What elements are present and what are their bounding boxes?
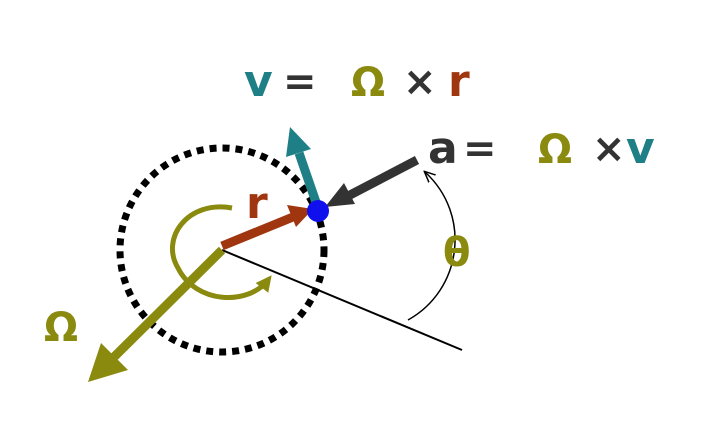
velocity-eq-equals: = <box>283 59 317 105</box>
acceleration-arrow-shaft <box>347 156 420 199</box>
velocity-eq-rhs: r <box>448 56 470 107</box>
radius-arrow-shaft <box>220 212 295 251</box>
acceleration-eq-rhs: v <box>626 123 655 174</box>
acceleration-eq-cross: × <box>592 126 626 172</box>
orbit-circle <box>116 144 328 356</box>
velocity-eq-cross: × <box>403 59 437 105</box>
omega-arrow-shaft <box>110 246 226 361</box>
reference-line <box>221 249 463 351</box>
acceleration-eq-omega: Ω <box>538 127 572 173</box>
acceleration-arrow-head <box>325 183 355 207</box>
acceleration-eq-lhs: a <box>428 123 458 174</box>
rotating-point <box>307 200 329 222</box>
radius-arrow-head <box>287 205 313 227</box>
angle-arc <box>407 172 456 321</box>
velocity-arrow-shaft <box>294 151 323 210</box>
rotation-arc <box>170 204 272 300</box>
angle-label: θ <box>443 230 470 276</box>
velocity-arrow-head <box>286 127 311 157</box>
omega-arrow-head <box>88 343 128 382</box>
velocity-eq-omega: Ω <box>351 60 385 106</box>
omega-label: Ω <box>44 305 78 351</box>
velocity-eq-lhs: v <box>244 56 273 107</box>
radius-label: r <box>246 178 268 229</box>
acceleration-eq-equals: = <box>463 126 497 172</box>
